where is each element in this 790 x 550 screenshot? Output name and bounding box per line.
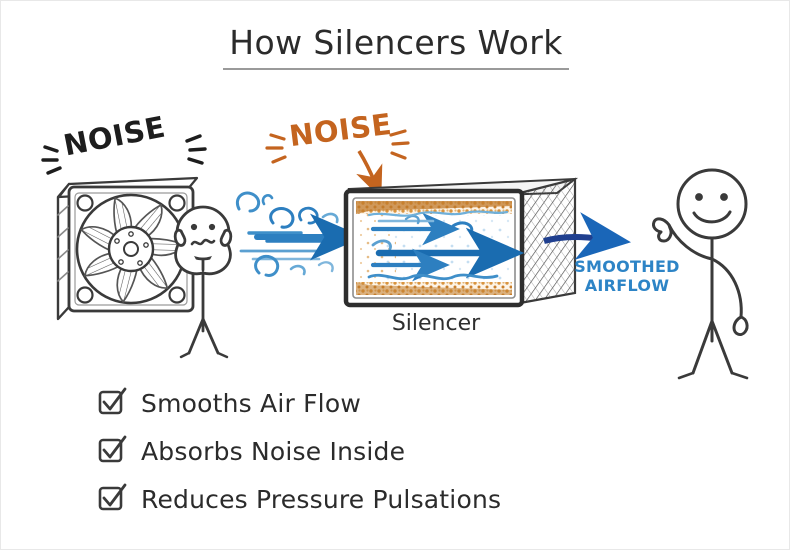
checklist-item-label: Reduces Pressure Pulsations — [141, 484, 502, 514]
checklist-item: Reduces Pressure Pulsations — [98, 475, 659, 523]
checkbox-checked-icon — [98, 435, 127, 464]
smoothed-outflow-arrow — [543, 212, 632, 260]
silencer-internal-flow — [367, 210, 525, 282]
happy-person-figure — [652, 168, 749, 380]
fan-hub — [107, 225, 155, 273]
silencer-absorptive-lining — [356, 201, 512, 295]
checklist-item: Smooths Air Flow — [98, 379, 659, 427]
noise-pointer-arrow — [356, 150, 383, 199]
turbulent-airflow — [236, 191, 364, 277]
happy-person-face — [692, 193, 732, 224]
noise-burst-marks-inlet — [265, 129, 410, 164]
noise-burst-marks-left — [41, 134, 207, 175]
smoothed-airflow-label: SMOOTHED AIRFLOW — [567, 257, 687, 295]
noisy-person-face — [190, 223, 216, 246]
smoothed-airflow-line-1: SMOOTHED — [574, 257, 680, 276]
title-block: How Silencers Work — [1, 23, 789, 70]
checklist-item-label: Absorbs Noise Inside — [141, 436, 406, 466]
checkbox-checked-icon — [98, 387, 127, 416]
smoothed-airflow-line-2: AIRFLOW — [584, 276, 670, 295]
benefits-checklist: Smooths Air Flow Absorbs Noise Inside Re… — [98, 379, 659, 523]
noisy-person-figure — [173, 205, 233, 359]
checklist-item-label: Smooths Air Flow — [141, 388, 361, 418]
silencer-caption: Silencer — [391, 311, 481, 336]
checkbox-checked-icon — [98, 483, 127, 512]
checklist-item: Absorbs Noise Inside — [98, 427, 659, 475]
page-title: How Silencers Work — [223, 23, 569, 70]
